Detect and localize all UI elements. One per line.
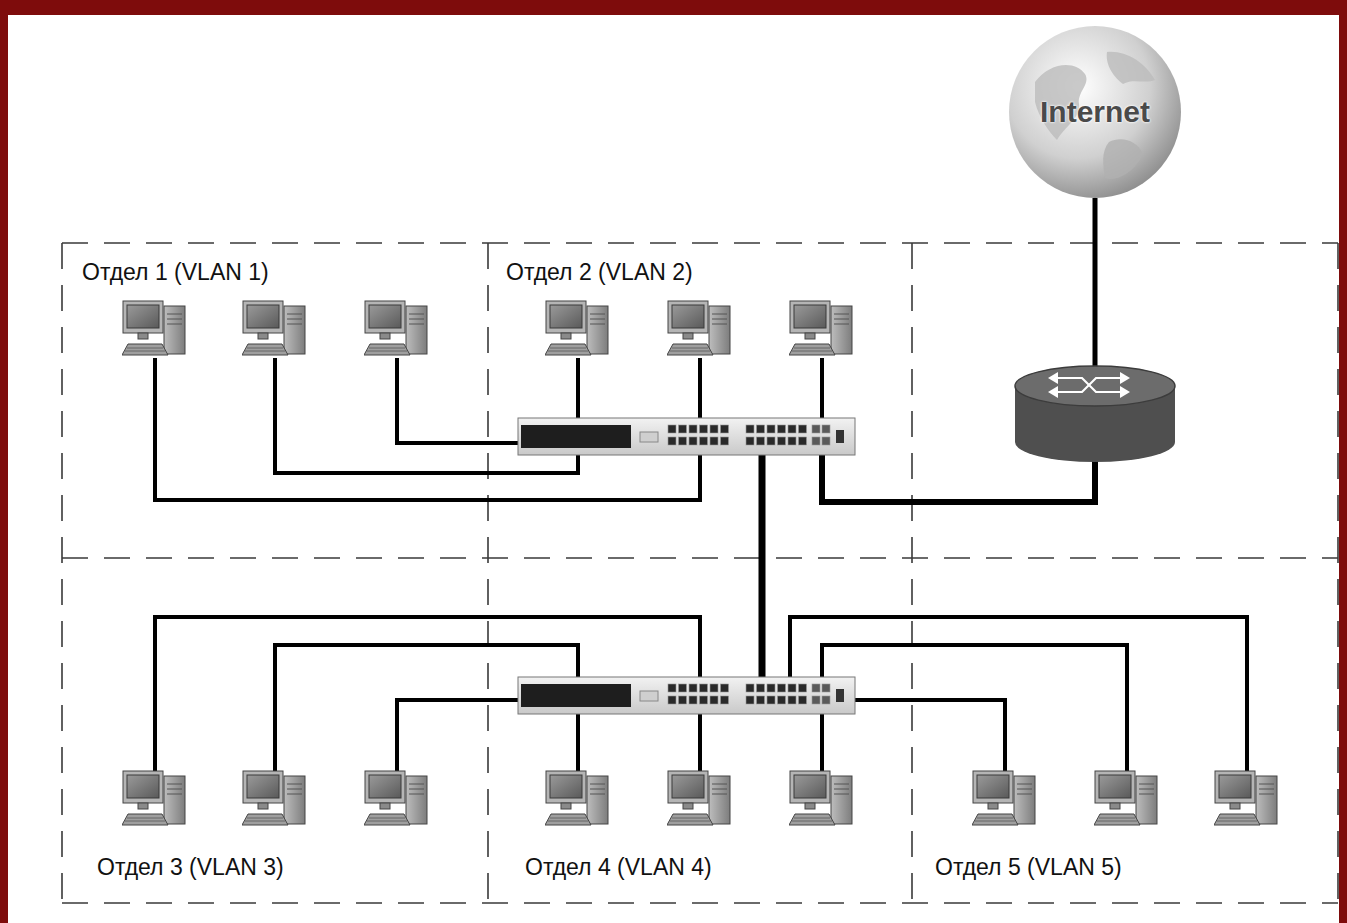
switch	[518, 677, 855, 714]
switch	[518, 418, 855, 455]
vlan-region: Отдел 2 (VLAN 2)	[488, 243, 912, 558]
network-cables	[155, 358, 1247, 776]
vlan-region: Отдел 5 (VLAN 5)	[912, 558, 1338, 903]
frame-bar	[0, 0, 1347, 15]
internet-cloud: Internet	[1005, 22, 1185, 202]
region-grid	[62, 243, 1338, 903]
region-label: Отдел 2 (VLAN 2)	[506, 259, 693, 287]
frame-bar	[1339, 0, 1347, 923]
region-label: Отдел 4 (VLAN 4)	[525, 854, 712, 882]
router	[1015, 366, 1175, 462]
region-label: Отдел 1 (VLAN 1)	[82, 259, 269, 287]
region-label: Отдел 3 (VLAN 3)	[97, 854, 284, 882]
vlan-region: Отдел 3 (VLAN 3)	[62, 558, 488, 903]
uplink-cable	[759, 453, 766, 680]
internet-cable	[1093, 198, 1098, 370]
computers	[122, 301, 1277, 825]
cloud-label: Internet	[1040, 95, 1150, 129]
region-label: Отдел 5 (VLAN 5)	[935, 854, 1122, 882]
vlan-region: Отдел 4 (VLAN 4)	[488, 558, 912, 903]
vlan-region: Отдел 1 (VLAN 1)	[62, 243, 488, 558]
frame-bar	[0, 0, 8, 923]
